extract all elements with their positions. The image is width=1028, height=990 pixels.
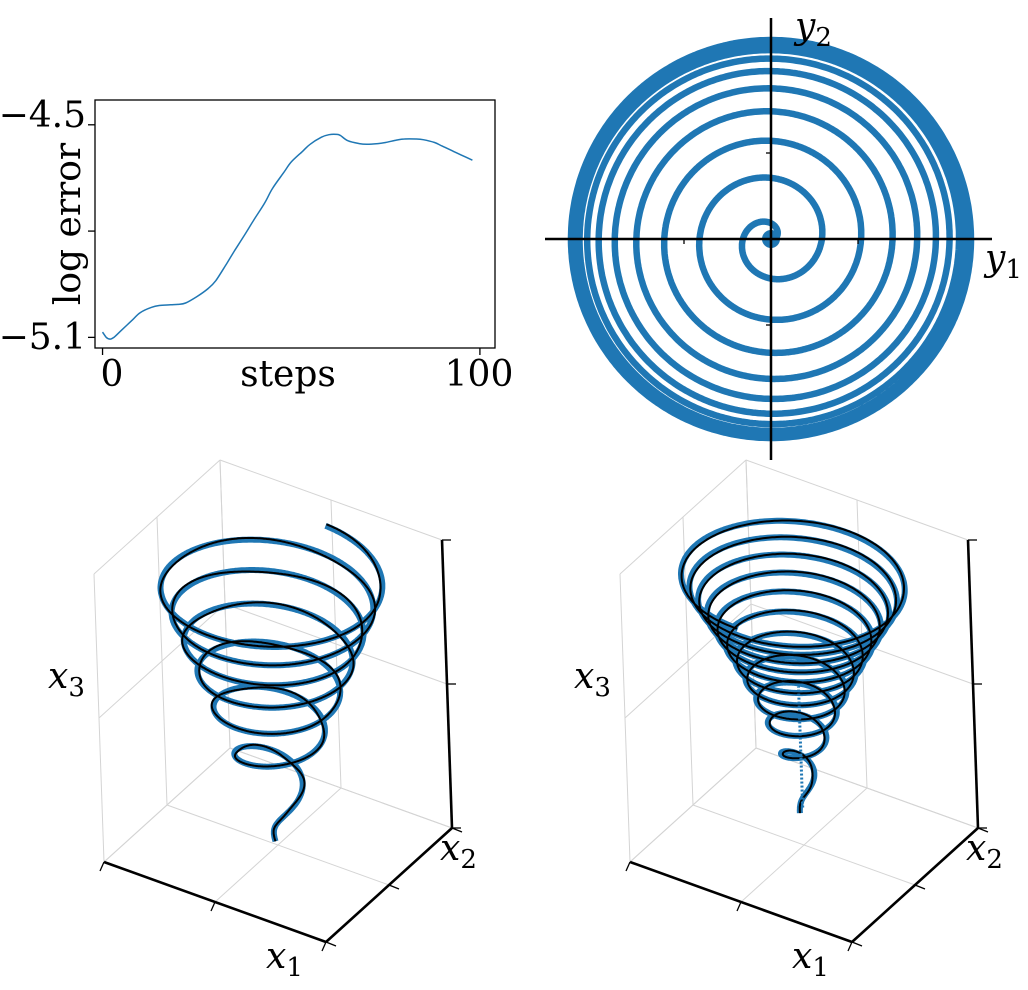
x1-axis-label-left: x1 bbox=[266, 936, 303, 983]
y-tick-label-bottom: −5.1 bbox=[0, 317, 86, 358]
left-x2-tick-2 bbox=[451, 827, 463, 833]
right-x1-tick-2 bbox=[847, 941, 853, 952]
left-x1-tick-0 bbox=[99, 861, 105, 872]
right-x1-tick-0 bbox=[625, 861, 631, 872]
x3-axis-label-left: x3 bbox=[48, 656, 85, 703]
trajectory-left-curves bbox=[157, 522, 386, 843]
right-x2-tick-2 bbox=[977, 827, 989, 833]
error-plot-frame bbox=[94, 99, 496, 349]
y1-axis-label: y1 bbox=[983, 238, 1022, 285]
y-tick-label-top: −4.5 bbox=[0, 95, 86, 136]
trajectory-3d-right: x1 x2 x3 bbox=[574, 459, 1003, 983]
left-x1-tick-1 bbox=[210, 901, 216, 912]
right-x2-tick-0 bbox=[851, 941, 863, 947]
x1-axis-label-right: x1 bbox=[792, 936, 829, 983]
x-tick-label-0: 0 bbox=[101, 354, 124, 395]
right-x2-tick-1 bbox=[914, 884, 926, 890]
trajectory-right-curves bbox=[678, 517, 908, 814]
right-x1-tick-1 bbox=[736, 901, 742, 912]
left-x1-tick-2 bbox=[321, 941, 327, 952]
right-grid-left-v2 bbox=[745, 459, 757, 749]
phase-portrait: y1 y2 bbox=[545, 6, 1022, 460]
left-grid-floor-b1 bbox=[166, 804, 390, 886]
x2-axis-label-right: x2 bbox=[966, 828, 1003, 875]
left-grid-back-h1 bbox=[224, 603, 448, 685]
left-grid-back-h2 bbox=[219, 459, 443, 541]
error-plot-ticks bbox=[88, 124, 481, 355]
left-x2-tick-0 bbox=[325, 941, 337, 947]
right-prediction-line bbox=[680, 519, 905, 814]
right-grid-back-h2 bbox=[745, 459, 969, 541]
error-plot: 0 100 −4.5 −5.1 steps log error bbox=[0, 95, 513, 395]
left-x2-tick-1 bbox=[388, 884, 400, 890]
svg-text:y1: y1 bbox=[983, 238, 1022, 285]
x3-axis-label-right: x3 bbox=[574, 656, 611, 703]
trajectory-right-box bbox=[619, 459, 989, 952]
right-grid-floor-b2 bbox=[755, 747, 979, 829]
right-grid-left-h2 bbox=[619, 459, 747, 575]
error-curve bbox=[101, 133, 473, 340]
error-series-line bbox=[101, 133, 473, 340]
left-grid-left-h1 bbox=[98, 603, 226, 719]
y-axis-label: log error bbox=[48, 142, 89, 305]
right-grid-floor-b1 bbox=[692, 804, 916, 886]
x-tick-label-100: 100 bbox=[445, 354, 514, 395]
left-grid-floor-b2 bbox=[229, 747, 453, 829]
left-prediction-line bbox=[159, 523, 382, 842]
y2-axis-label: y2 bbox=[793, 6, 832, 53]
svg-text:y2: y2 bbox=[793, 6, 832, 53]
x-axis-label: steps bbox=[240, 354, 336, 395]
left-grid-left-h2 bbox=[93, 459, 221, 575]
x2-axis-label-left: x2 bbox=[440, 828, 477, 875]
right-stem-line bbox=[797, 686, 805, 808]
trajectory-3d-left: x1 x2 x3 bbox=[48, 459, 477, 983]
right-reference-line bbox=[678, 517, 908, 814]
